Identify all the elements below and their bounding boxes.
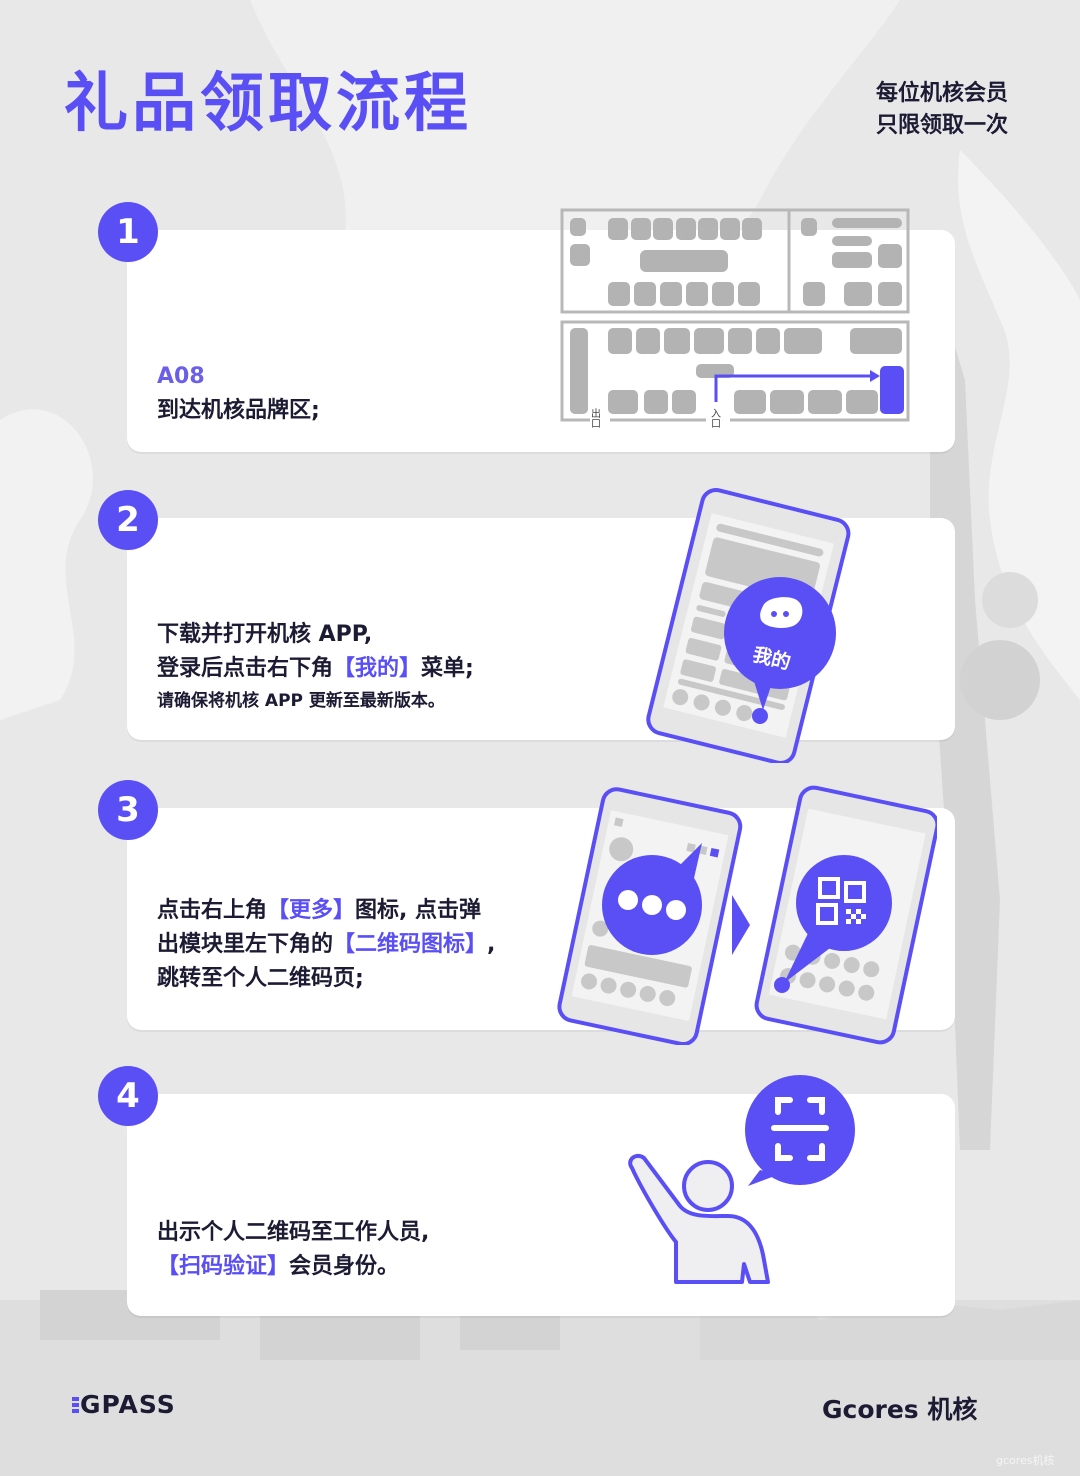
booth-number: A08 [157,364,205,389]
phone-mine-illustration: 我的 [635,478,855,767]
person-scan-illustration [620,1060,870,1294]
step-4-line2-post: 会员身份。 [289,1254,400,1279]
step-3-line2-pre: 出模块里左下角的 [157,932,334,957]
step-4-badge: 4 [98,1066,158,1126]
limit-note-line1: 每位机核会员 [875,81,1008,106]
limit-note-line2: 只限领取一次 [875,113,1008,138]
step-3-line1-post: 图标, 点击弹 [355,898,482,923]
gpass-logo: GPASS [72,1390,176,1419]
step-2-line1: 下载并打开机核 APP, [157,622,373,647]
step-4-text: 出示个人二维码至工作人员, 【扫码验证】会员身份。 [157,1216,429,1284]
step-2-text: 下载并打开机核 APP, 登录后点击右下角【我的】菜单; 请确保将机核 APP … [157,618,474,716]
map-entrance-label: 入口 [711,409,721,430]
step-3-line2: 出模块里左下角的【二维码图标】, [157,928,495,962]
step-4-line1: 出示个人二维码至工作人员, [157,1220,430,1245]
step-2-line2-pre: 登录后点击右下角 [157,656,334,681]
step-3-text: 点击右上角【更多】图标, 点击弹 出模块里左下角的【二维码图标】, 跳转至个人二… [157,894,495,996]
step-2-line2-post: 菜单; [421,656,474,681]
step-3-line1: 点击右上角【更多】图标, 点击弹 [157,894,495,928]
step-3-badge: 3 [98,780,158,840]
step-4-line2: 【扫码验证】会员身份。 [157,1250,429,1284]
watermark: gcores机核 [996,1454,1055,1467]
step-3-line1-pre: 点击右上角 [157,898,268,923]
phones-more-qr-illustration [552,785,940,1049]
step-1-text: A08 到达机核品牌区; [157,360,320,428]
step-2-line2: 登录后点击右下角【我的】菜单; [157,652,474,686]
gcores-logo: Gcores 机核 [822,1395,978,1424]
mine-menu-highlight: 【我的】 [333,656,422,681]
step-2-badge: 2 [98,490,158,550]
step-3-line2-post: , [487,932,496,957]
update-reminder: 请确保将机核 APP 更新至最新版本。 [157,691,445,711]
qr-icon-highlight: 【二维码图标】 [333,932,488,957]
step-1-line1: 到达机核品牌区; [157,398,320,423]
step-1-badge: 1 [98,202,158,262]
limit-note: 每位机核会员 只限领取一次 [876,78,1008,142]
map-exit-label: 出口 [591,409,601,430]
venue-map: 出口 入口 [560,208,914,438]
gpass-bars-icon [72,1396,79,1413]
step-3-line3: 跳转至个人二维码页; [157,966,364,991]
gpass-logo-text: GPASS [80,1390,176,1419]
page-title: 礼品领取流程 [64,67,472,141]
more-icon-highlight: 【更多】 [267,898,356,923]
scan-verify-highlight: 【扫码验证】 [157,1254,290,1279]
